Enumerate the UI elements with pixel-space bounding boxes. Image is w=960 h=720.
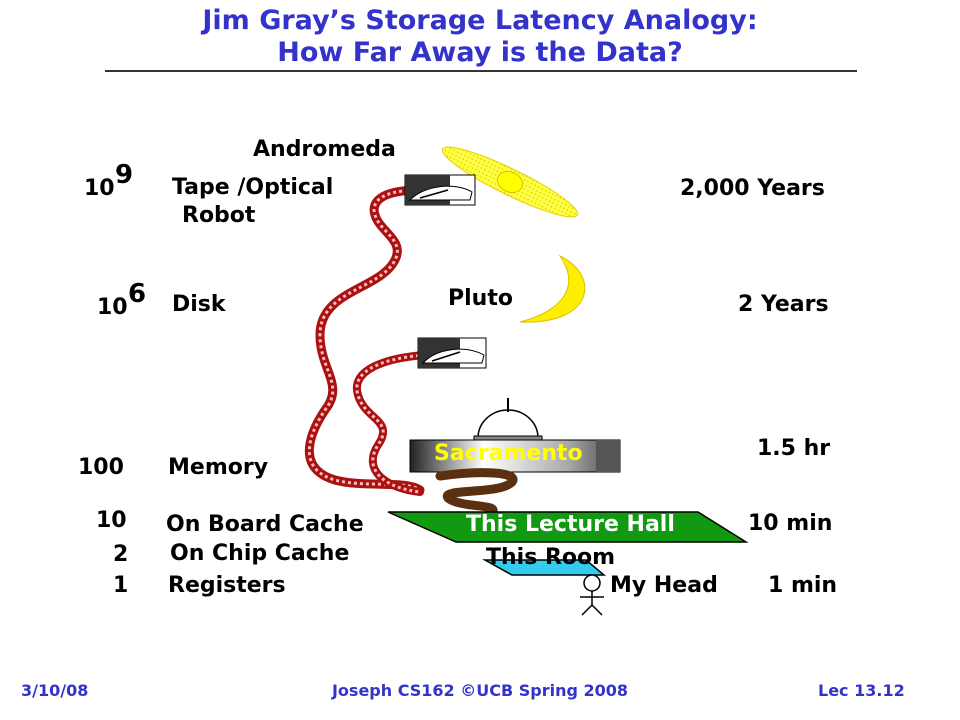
place-this-room: This Room — [486, 545, 616, 570]
footer-date: 3/10/08 — [21, 681, 89, 700]
registers-latency: 1 — [113, 573, 129, 598]
tape-latency-base: 10 — [84, 176, 115, 201]
capitol-dome-icon — [473, 398, 543, 442]
galaxy-icon — [441, 146, 579, 218]
tape-name-line1: Tape /Optical — [172, 175, 334, 200]
moon-icon — [519, 254, 586, 323]
room-shape — [482, 559, 607, 576]
board-cache-time: 10 min — [748, 511, 833, 536]
place-pluto: Pluto — [448, 286, 513, 311]
chip-cache-latency: 2 — [113, 542, 129, 567]
shuttle-icon — [404, 174, 476, 206]
memory-latency: 100 — [78, 455, 124, 480]
sacramento-bar — [409, 439, 621, 473]
disk-latency-base: 10 — [97, 295, 128, 320]
board-cache-name: On Board Cache — [166, 512, 364, 537]
road-icon — [435, 468, 518, 517]
footer-lecture: Lec 13.12 — [818, 681, 905, 700]
footer-course: Joseph CS162 ©UCB Spring 2008 — [331, 681, 629, 700]
disk-time: 2 Years — [738, 292, 829, 317]
title-rule — [105, 70, 857, 72]
lecture-hall-shape — [387, 511, 749, 543]
memory-name: Memory — [168, 455, 269, 480]
place-andromeda: Andromeda — [253, 137, 396, 162]
shuttle-icon — [417, 337, 487, 369]
tape-latency-exponent: 9 — [115, 160, 134, 190]
board-cache-latency: 10 — [96, 508, 127, 533]
slide-title-line2: How Far Away is the Data? — [277, 37, 683, 68]
red-path — [304, 185, 429, 496]
disk-latency-exponent: 6 — [128, 279, 147, 309]
person-icon — [580, 574, 604, 616]
slide-title-line1: Jim Gray’s Storage Latency Analogy: — [202, 5, 758, 36]
tape-time: 2,000 Years — [680, 176, 825, 201]
disk-name: Disk — [172, 292, 226, 317]
tape-name-line2: Robot — [182, 203, 256, 228]
registers-name: Registers — [168, 573, 286, 598]
memory-time: 1.5 hr — [757, 436, 831, 461]
place-my-head: My Head — [610, 573, 718, 598]
registers-time: 1 min — [768, 573, 838, 598]
chip-cache-name: On Chip Cache — [170, 541, 350, 566]
place-lecture-hall: This Lecture Hall — [466, 512, 675, 537]
place-sacramento: Sacramento — [434, 441, 583, 466]
